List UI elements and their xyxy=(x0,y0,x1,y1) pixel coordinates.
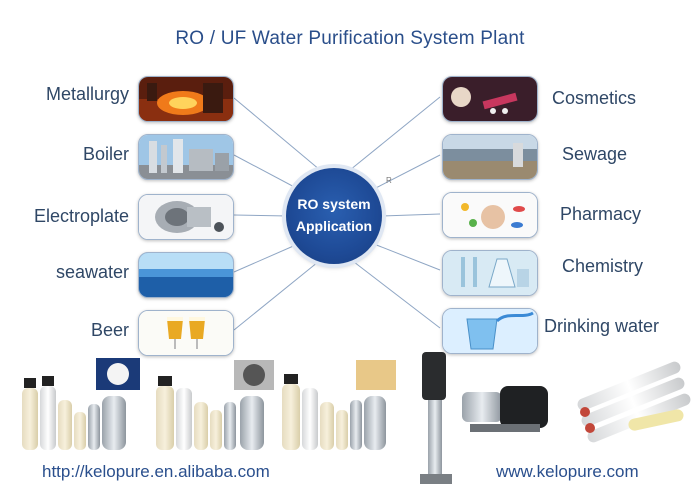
softener-tank-set-3 xyxy=(282,360,396,450)
page-title: RO / UF Water Purification System Plant xyxy=(175,28,525,49)
footer-url-website[interactable]: www.kelopure.com xyxy=(496,462,639,481)
seawater-image xyxy=(138,252,234,298)
app-label-metallurgy: Metallurgy xyxy=(45,84,129,104)
horizontal-pump xyxy=(462,386,548,432)
softener-tank-set-1 xyxy=(22,358,140,450)
hub-title-line1: RO system xyxy=(297,196,371,212)
ro-membranes xyxy=(577,361,691,443)
hub-title-line2: Application xyxy=(295,218,373,234)
metallurgy-image xyxy=(138,76,234,122)
softener-tank-set-2 xyxy=(156,360,274,450)
boiler-image xyxy=(138,134,234,180)
app-label-boiler: Boiler xyxy=(82,144,129,164)
app-label-sewage: Sewage xyxy=(562,144,628,164)
chemistry-image xyxy=(442,250,538,296)
registered-mark: R xyxy=(386,176,392,185)
app-label-pharmacy: Pharmacy xyxy=(560,204,642,224)
beer-image xyxy=(138,310,234,356)
drinking-water-image xyxy=(442,308,538,354)
app-label-cosmetics: Cosmetics xyxy=(552,88,637,108)
sewage-image xyxy=(442,134,538,180)
app-label-electroplate: Electroplate xyxy=(33,206,129,226)
ro-system-hub: RO system Application xyxy=(286,168,382,264)
app-label-drinking-water: Drinking water xyxy=(544,316,660,336)
vertical-pump xyxy=(420,352,452,484)
electroplate-image xyxy=(138,194,234,240)
pharmacy-image xyxy=(442,192,538,238)
app-label-seawater: seawater xyxy=(55,262,129,282)
cosmetics-image xyxy=(442,76,538,122)
app-label-beer: Beer xyxy=(90,320,129,340)
app-label-chemistry: Chemistry xyxy=(562,256,644,276)
footer-url-alibaba[interactable]: http://kelopure.en.alibaba.com xyxy=(42,462,270,481)
